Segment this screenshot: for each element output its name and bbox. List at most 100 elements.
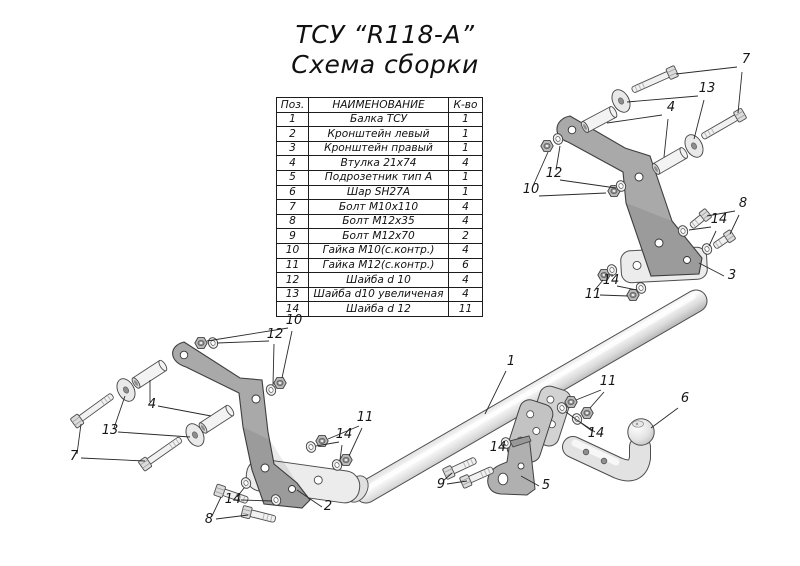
callout-leader [281, 330, 293, 379]
callout-label: 7 [742, 52, 751, 67]
callout-label: 12 [267, 327, 284, 342]
callout-leader [296, 489, 323, 508]
nut-m10 [194, 337, 208, 349]
callout-leader [626, 95, 699, 103]
callout-leader [532, 151, 549, 187]
callout-leader [606, 114, 663, 124]
callout-label: 11 [357, 410, 374, 425]
callout-leader [593, 279, 604, 292]
callout-leader [211, 496, 222, 517]
socket-plate [487, 435, 536, 496]
callout-label: 8 [739, 196, 747, 211]
callout-label: 10 [523, 182, 540, 197]
washer-d12 [304, 439, 318, 455]
bolt-m10x110 [698, 107, 748, 143]
bushing-21x74 [197, 403, 236, 435]
callout-label: 7 [70, 449, 79, 464]
callout-leader [315, 441, 340, 447]
title-line2: Схема сборки [291, 49, 479, 79]
callout-leader [157, 405, 212, 417]
callout-label: 5 [542, 478, 550, 493]
bushing-21x74 [130, 358, 169, 390]
callout-leader [327, 425, 360, 440]
callout-leader [693, 99, 705, 140]
callout-label: 11 [585, 287, 602, 302]
callout-leader [650, 407, 679, 429]
callout-leader [559, 179, 617, 189]
table-header-row: Поз. НАИМЕНОВАНИЕ К-во [276, 97, 483, 113]
callout-label: 4 [148, 397, 156, 412]
bolt-m10x110 [629, 64, 680, 97]
callout-leader [484, 370, 507, 415]
callout-leader [117, 431, 191, 438]
callout-label: 13 [699, 81, 716, 96]
callout-leader [240, 499, 273, 502]
callout-label: 6 [681, 391, 689, 406]
callout-label: 11 [600, 374, 617, 389]
callout-label: 12 [546, 166, 563, 181]
callout-leader [663, 118, 669, 158]
callout-leader [565, 411, 593, 432]
drawing-title: ТСУ “R118-А” Схема сборки [225, 20, 545, 79]
callout-label: 14 [336, 427, 353, 442]
callout-leader [442, 472, 453, 482]
callout-label: 8 [205, 512, 213, 527]
cell-qty: 11 [448, 301, 483, 317]
callout-label: 14 [711, 212, 728, 227]
nut-m12 [564, 396, 578, 408]
callout-leader [206, 327, 289, 342]
bracket-left [172, 341, 311, 509]
bushing-21x74 [579, 104, 619, 135]
callout-label: 14 [225, 492, 242, 507]
bolt-m10x110 [137, 433, 185, 472]
callout-leader [446, 480, 468, 485]
callout-leader [555, 145, 561, 171]
callout-leader [737, 71, 743, 114]
callout-leader [706, 210, 736, 217]
callout-leader [579, 421, 596, 433]
callout-label: 3 [728, 268, 736, 283]
ball-hitch [562, 418, 655, 482]
title-line1: ТСУ “R118-А” [295, 20, 475, 49]
callout-leader [589, 391, 605, 409]
callout-label: 9 [437, 477, 445, 492]
callout-leader [348, 427, 363, 457]
callout-label: 10 [286, 313, 303, 328]
callout-leader [216, 340, 270, 344]
nut-m10 [273, 377, 287, 389]
callout-label: 13 [102, 423, 119, 438]
callout-leader [215, 514, 249, 520]
callout-label: 14 [588, 426, 605, 441]
callout-label: 1 [507, 354, 515, 369]
callout-leader [236, 487, 245, 498]
callout-leader [538, 192, 607, 197]
nut-m12 [580, 407, 594, 419]
callout-label: 2 [324, 499, 332, 514]
callout-leader [729, 214, 740, 235]
callout-leader [708, 230, 717, 247]
nut-m10 [540, 140, 554, 152]
callout-leader [80, 457, 146, 462]
callout-leader [520, 475, 540, 487]
callout-leader [688, 226, 712, 231]
callout-leader [599, 294, 629, 297]
callout-leader [339, 444, 343, 461]
callout-layer: 7134121081431114161114145971341012111428… [70, 52, 751, 527]
callout-label: 14 [490, 440, 507, 455]
callout-leader [76, 423, 82, 455]
callout-label: 14 [603, 273, 620, 288]
bracket-right [556, 115, 703, 277]
callout-leader [272, 343, 275, 386]
callout-leader [575, 389, 602, 401]
